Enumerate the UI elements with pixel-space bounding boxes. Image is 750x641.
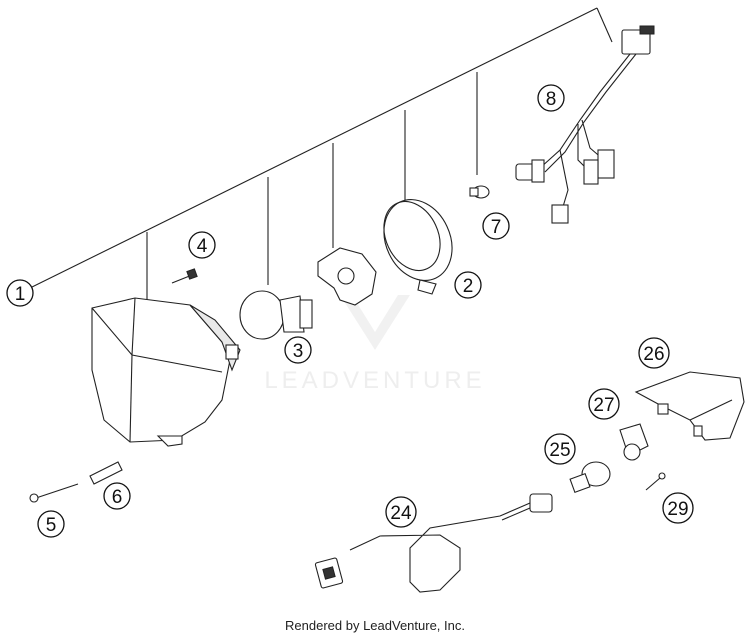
- watermark-text: LEADVENTURE: [264, 367, 485, 394]
- spacer-6: [89, 461, 123, 485]
- callout-24-label: 24: [390, 503, 412, 524]
- callout-6-label: 6: [112, 487, 123, 508]
- callout-2-label: 2: [463, 276, 474, 297]
- screw-29: [645, 472, 666, 491]
- callout-25: 25: [544, 433, 576, 465]
- callout-7-label: 7: [491, 217, 502, 238]
- callout-29: 29: [662, 492, 694, 524]
- parking-bulb: [469, 185, 490, 199]
- callout-5: 5: [37, 510, 65, 538]
- callout-8: 8: [537, 84, 565, 112]
- tail-harness: [314, 493, 553, 593]
- callout-4: 4: [188, 231, 216, 259]
- callout-8-label: 8: [546, 89, 557, 110]
- callout-4-label: 4: [197, 236, 208, 257]
- callout-7: 7: [482, 212, 510, 240]
- callout-24: 24: [385, 496, 417, 528]
- callout-2: 2: [454, 271, 482, 299]
- tail-light: [634, 371, 745, 441]
- bulb-holder: [619, 423, 649, 461]
- callout-27: 27: [588, 388, 620, 420]
- callout-27-label: 27: [593, 395, 614, 416]
- bulb-retainer: [317, 247, 377, 306]
- bulb: [239, 290, 313, 340]
- footer-credit: Rendered by LeadVenture, Inc.: [285, 618, 465, 633]
- callout-26-label: 26: [643, 344, 664, 365]
- rubber-boot: [383, 199, 453, 295]
- headlight-housing: [91, 297, 241, 447]
- callout-29-label: 29: [667, 499, 688, 520]
- callout-6: 6: [103, 482, 131, 510]
- callout-3: 3: [284, 336, 312, 364]
- tail-bulb: [569, 461, 611, 494]
- callout-26: 26: [638, 337, 670, 369]
- assembly-leader-lines: [29, 7, 613, 305]
- callout-1-label: 1: [15, 284, 26, 305]
- watermark: LEADVENTURE: [264, 295, 485, 394]
- screw-4: [171, 268, 198, 284]
- screw-5: [29, 483, 79, 503]
- callout-5-label: 5: [46, 515, 57, 536]
- callout-1: 1: [6, 279, 34, 307]
- callout-25-label: 25: [549, 440, 570, 461]
- callout-3-label: 3: [293, 341, 304, 362]
- wiring-harness: [515, 25, 655, 224]
